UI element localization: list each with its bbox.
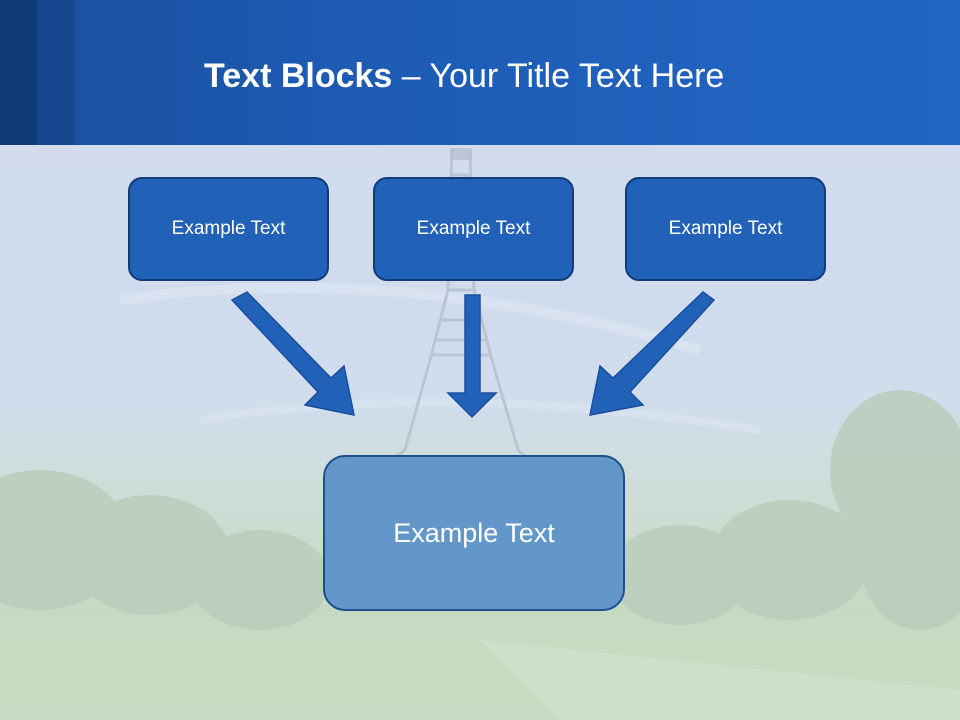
text-block-2[interactable]: Example Text [373,177,574,281]
header-accent-strip [0,0,37,145]
title-dash: – [392,57,430,95]
arrow-down-left-icon [589,291,716,416]
title-bold: Text Blocks [204,57,393,95]
title-rest: Your Title Text Here [429,57,725,95]
arrow-down-right-icon [230,291,355,416]
header-band: Text Blocks – Your Title Text Here [0,0,960,145]
text-block-label: Example Text [668,218,783,239]
main-text-block[interactable]: Example Text [323,455,625,611]
arrow-down-icon [446,294,498,419]
header-accent-strip [37,0,75,145]
main-text-block-label: Example Text [393,517,555,548]
text-block-1[interactable]: Example Text [128,177,329,281]
text-block-label: Example Text [171,218,286,239]
text-block-3[interactable]: Example Text [625,177,826,281]
slide-title[interactable]: Text Blocks – Your Title Text Here [204,54,724,98]
text-block-label: Example Text [416,218,531,239]
